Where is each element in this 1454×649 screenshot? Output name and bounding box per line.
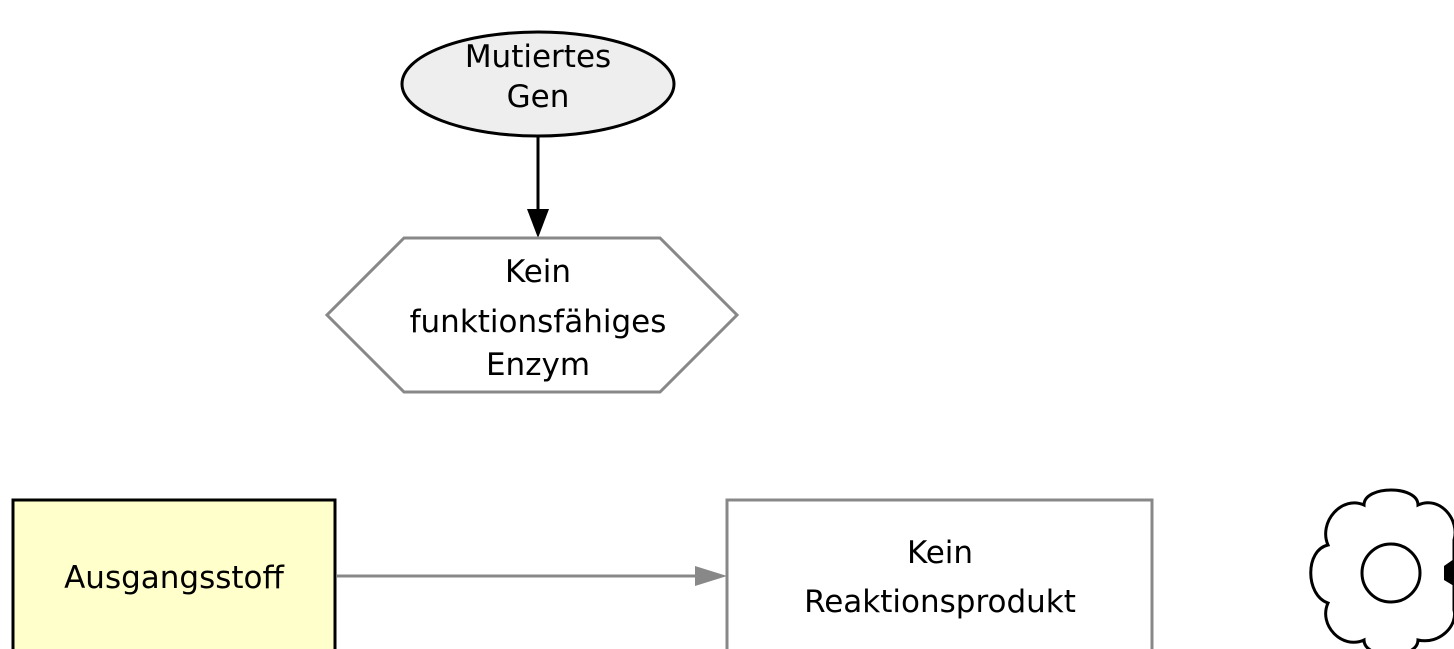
node-no-functional-enzyme[interactable]: Kein funktionsfähiges Enzym [324, 236, 740, 394]
node-mutated-gene-line-2: Gen [507, 79, 570, 115]
flower-icon [1309, 488, 1454, 649]
node-product-line-1: Kein [907, 535, 973, 571]
node-mutated-gene-line-1: Mutiertes [465, 39, 611, 75]
node-product-line-2: Reaktionsprodukt [804, 584, 1076, 620]
node-mutated-gene[interactable]: Mutiertes Gen [400, 30, 676, 138]
node-no-reaction-product[interactable]: Kein Reaktionsprodukt [725, 498, 1154, 649]
arrowhead-icon [527, 209, 549, 238]
arrowhead-icon [695, 566, 727, 586]
edge-substrate-to-product [337, 566, 727, 586]
node-substrate-label: Ausgangsstoff [64, 560, 284, 596]
node-substrate[interactable]: Ausgangsstoff [11, 498, 337, 649]
node-enzyme-line-2: funktionsfähiges [410, 304, 667, 340]
node-enzyme-line-1: Kein [505, 254, 571, 290]
node-enzyme-line-3: Enzym [486, 347, 590, 383]
edge-gene-to-enzyme [527, 136, 549, 238]
